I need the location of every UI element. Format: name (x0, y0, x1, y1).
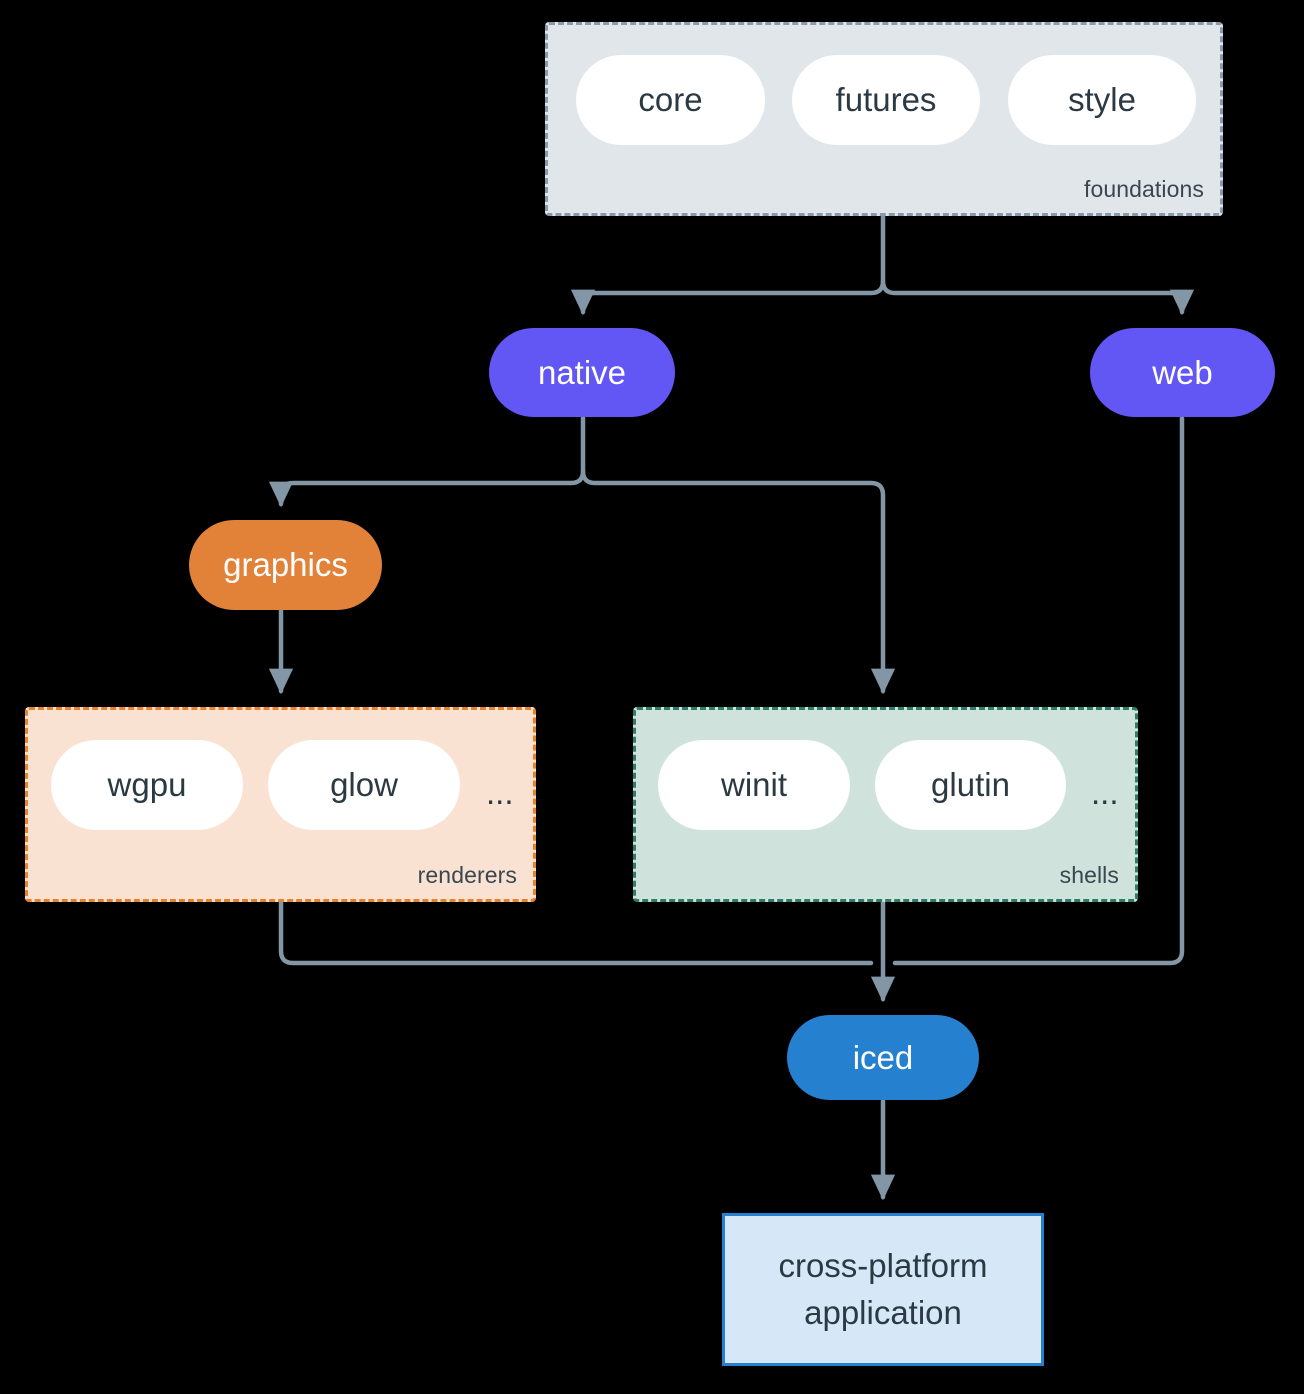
cluster-foundations[interactable]: core futures style foundations (545, 22, 1223, 216)
foundations-member-core-label: core (638, 81, 703, 118)
renderers-member-glow[interactable]: glow (268, 740, 460, 830)
shells-member-winit[interactable]: winit (658, 740, 850, 830)
renderers-member-glow-label: glow (330, 766, 398, 803)
shells-member-glutin[interactable]: glutin (875, 740, 1066, 830)
node-graphics-label: graphics (223, 546, 348, 583)
cluster-shells-label: shells (1059, 862, 1119, 888)
edge-native-shells (580, 468, 896, 695)
foundations-member-style-label: style (1068, 81, 1136, 118)
cluster-foundations-label: foundations (1083, 176, 1204, 202)
node-web-label: web (1152, 353, 1213, 391)
application-label-line1: cross-platform (778, 1246, 988, 1284)
node-iced[interactable]: iced (787, 1015, 979, 1100)
edge-foundations-web (880, 278, 1195, 316)
renderers-member-wgpu[interactable]: wgpu (51, 740, 243, 830)
node-iced-label: iced (852, 1038, 914, 1076)
renderers-member-wgpu-label: wgpu (107, 766, 187, 803)
renderers-ellipsis: ... (486, 774, 514, 811)
cluster-renderers-label: renderers (417, 862, 517, 888)
edge-foundations-native (570, 213, 886, 316)
foundations-member-style[interactable]: style (1008, 55, 1196, 145)
foundations-member-core[interactable]: core (576, 55, 765, 145)
cluster-shells[interactable]: winit glutin ... shells (633, 707, 1138, 902)
shells-ellipsis: ... (1091, 774, 1119, 811)
node-graphics[interactable]: graphics (189, 520, 382, 610)
node-native[interactable]: native (489, 328, 675, 417)
shells-member-winit-label: winit (720, 766, 788, 803)
foundations-member-futures[interactable]: futures (792, 55, 980, 145)
application-label-line2: application (804, 1293, 962, 1331)
edge-native-graphics (268, 415, 586, 508)
cluster-renderers[interactable]: wgpu glow ... renderers (25, 707, 536, 902)
node-cross-platform-application[interactable]: cross-platform application (722, 1213, 1044, 1366)
shells-member-glutin-label: glutin (931, 766, 1010, 803)
node-web[interactable]: web (1090, 328, 1275, 417)
foundations-member-futures-label: futures (835, 81, 937, 118)
node-native-label: native (537, 353, 627, 391)
edge-renderers-iced (278, 899, 874, 966)
